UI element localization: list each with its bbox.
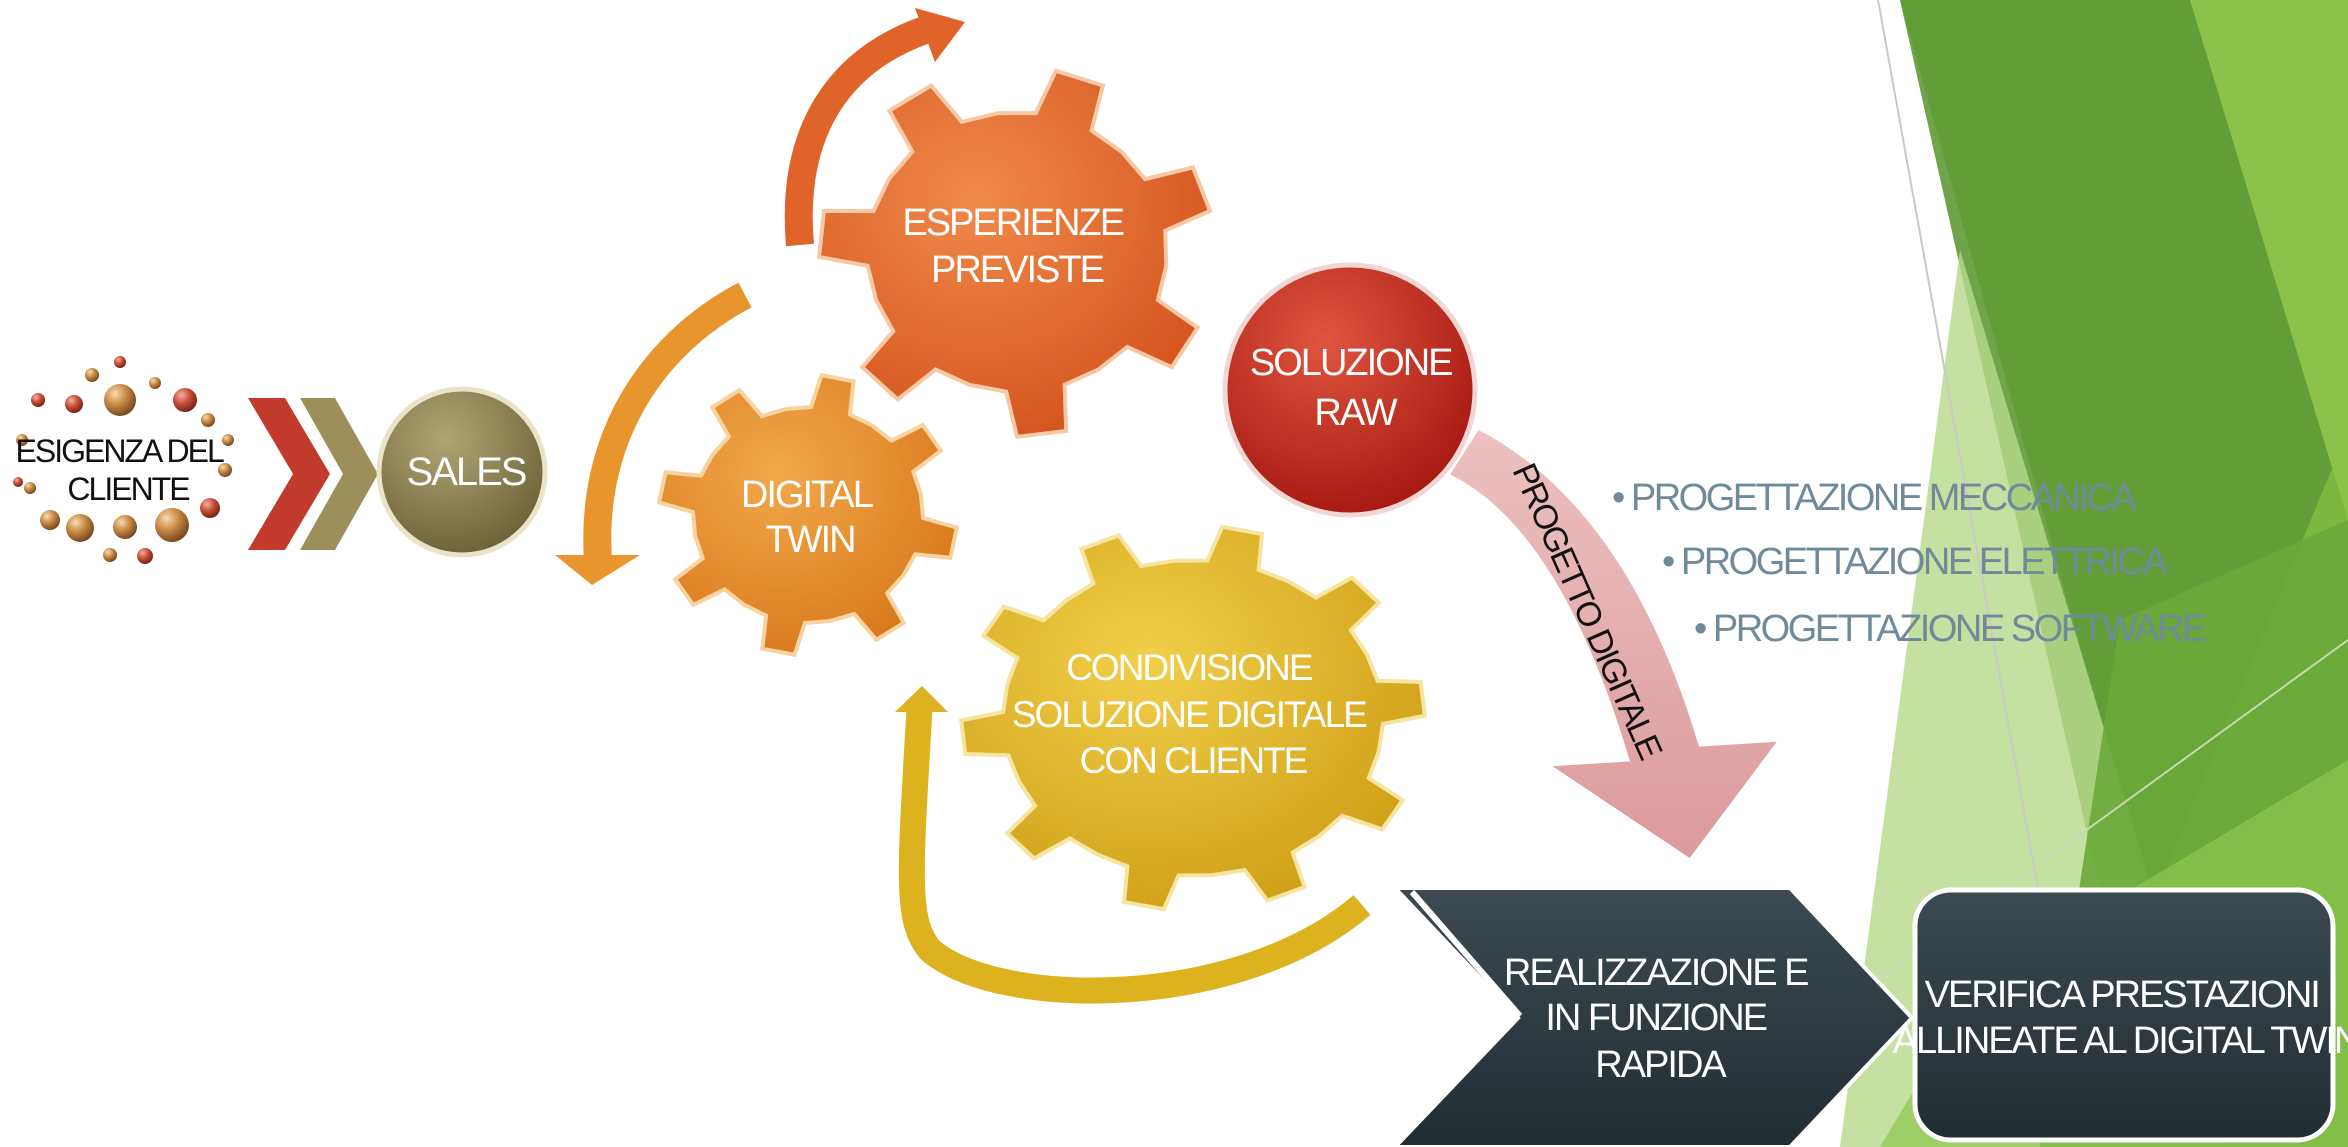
customer-need-label: ESIGENZA DEL CLIENTE [16,433,229,507]
curved-arrow-top-icon [784,16,930,247]
chevron-red-icon [248,398,330,550]
realization-line-1: REALIZZAZIONE E [1504,952,1808,994]
bead-decoration [13,356,234,564]
chevron-olive-icon [300,398,378,550]
gear-shape [656,372,960,658]
digital-twin-gear [656,372,960,658]
bullet-text: PROGETTAZIONE SOFTWARE [1713,608,2206,650]
realization-step: REALIZZAZIONE E IN FUNZIONE RAPIDA [1390,886,1915,1147]
raw-solution-label: SOLUZIONE RAW [1250,342,1460,434]
experiences-label: ESPERIENZE PREVISTE [902,202,1131,291]
raw-solution-line-2: RAW [1314,392,1397,434]
gear-shape [816,68,1213,439]
experiences-gear [816,68,1213,439]
sharing-label: CONDIVISIONE SOLUZIONE DIGITALE CON CLIE… [1012,647,1374,781]
experiences-line-2: PREVISTE [931,249,1104,291]
digital-twin-label: DIGITAL TWIN [741,474,879,561]
verification-label: VERIFICA PRESTAZIONI ALLINEATE AL DIGITA… [1893,974,2348,1062]
verification-line-2: ALLINEATE AL DIGITAL TWIN [1893,1020,2348,1062]
bullet-item: • PROGETTAZIONE MECCANICA [1612,477,2137,519]
verification-step: VERIFICA PRESTAZIONI ALLINEATE AL DIGITA… [1893,887,2348,1143]
curved-arrow-left-icon [583,282,752,561]
bullet-item: • PROGETTAZIONE ELETTRICA [1662,541,2168,583]
bullet-text: PROGETTAZIONE ELETTRICA [1681,541,2169,583]
realization-line-3: RAPIDA [1595,1044,1727,1086]
gear-shape [958,524,1428,912]
raw-solution-node: SOLUZIONE RAW [1222,262,1478,518]
customer-need-line-2: CLIENTE [67,471,189,507]
sharing-line-3: CON CLIENTE [1080,740,1308,781]
curved-arrow-left-head [555,555,640,585]
realization-label: REALIZZAZIONE E IN FUNZIONE RAPIDA [1504,952,1816,1086]
design-bullets: • PROGETTAZIONE MECCANICA • PROGETTAZION… [1612,477,2208,650]
digital-twin-line-1: DIGITAL [741,474,873,516]
experiences-line-1: ESPERIENZE [902,202,1123,244]
curved-arrow-top-head [915,8,965,62]
digital-twin-line-2: TWIN [765,519,854,561]
bullet-item: • PROGETTAZIONE SOFTWARE [1694,608,2206,650]
curved-arrow-bottom-icon [898,699,1371,1004]
customer-need-cluster: ESIGENZA DEL CLIENTE [13,356,234,564]
verification-line-1: VERIFICA PRESTAZIONI [1925,974,2319,1016]
curved-arrow-bottom-head [895,686,948,712]
customer-need-line-1: ESIGENZA DEL [16,433,224,469]
sharing-line-2: SOLUZIONE DIGITALE [1012,694,1367,735]
sharing-gear [958,524,1428,912]
sales-node: SALES [376,386,548,558]
sales-label: SALES [407,450,526,494]
realization-line-2: IN FUNZIONE [1545,997,1766,1039]
sharing-line-1: CONDIVISIONE [1066,647,1313,688]
raw-solution-line-1: SOLUZIONE [1250,342,1452,384]
bullet-text: PROGETTAZIONE MECCANICA [1631,477,2138,519]
digital-project-arrow-icon [1445,426,1784,863]
